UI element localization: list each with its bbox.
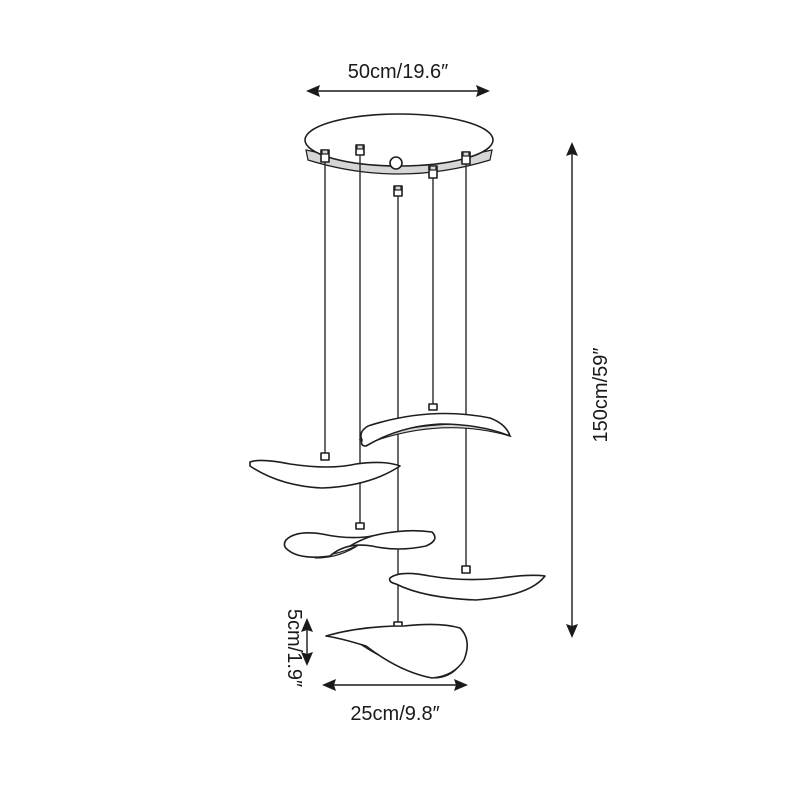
arrow-down-icon [566, 624, 578, 638]
cord-grip-5 [461, 151, 471, 165]
cord-grip-2 [355, 144, 365, 156]
cord-grip-4 [428, 165, 438, 179]
ceiling-canopy [304, 113, 494, 175]
leaf-shade-bottom [325, 621, 468, 679]
leaf-shade-top-right [358, 403, 513, 447]
shade-width-label: 25cm/9.8″ [350, 703, 439, 725]
arrow-left-icon [306, 85, 320, 97]
leaf-shade-center-twist [283, 522, 436, 559]
arrow-up-icon [566, 142, 578, 156]
total-height-label: 150cm/59″ [590, 348, 612, 443]
canopy-width-label: 50cm/19.6″ [348, 61, 448, 83]
suspension-cords [324, 155, 467, 625]
arrow-right-small-icon [454, 679, 468, 691]
leaf-shade-middle-left [249, 452, 401, 489]
shade-height-dimension: 5cm/1.9″ [283, 609, 313, 687]
canopy-width-dimension: 50cm/19.6″ [306, 61, 490, 97]
canopy-screw [389, 156, 403, 170]
arrow-up-small-icon [301, 618, 313, 632]
cord-grip-3 [393, 185, 403, 197]
cord-grip-1 [320, 149, 330, 163]
total-height-dimension: 150cm/59″ [566, 142, 612, 638]
arrow-down-small-icon [301, 652, 313, 666]
arrow-right-icon [476, 85, 490, 97]
shade-height-label: 5cm/1.9″ [283, 609, 305, 687]
arrow-left-small-icon [322, 679, 336, 691]
leaf-shade-lower-right [388, 565, 546, 601]
shade-width-dimension: 25cm/9.8″ [322, 679, 468, 725]
